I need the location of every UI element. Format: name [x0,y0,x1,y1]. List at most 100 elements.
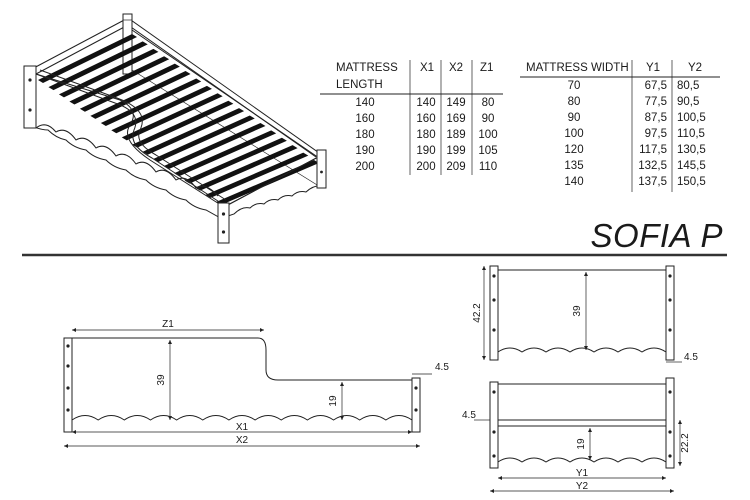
length-table-cell: 140 [416,97,435,109]
end-top-post-right [665,265,675,361]
bed-post-back-right [316,149,327,189]
length-table-cell: 160 [355,113,374,125]
dim-label-y2: Y2 [576,481,589,492]
width-table-cell: 137,5 [638,176,667,188]
end-view-top-drawing: 39 42.2 4.5 [472,265,698,363]
bed-front-side-panel [29,69,225,221]
width-table-cell: 90 [568,112,581,124]
bed-slat [58,48,159,98]
bed-slat [205,152,309,198]
mattress-width-table: MATTRESS WIDTH Y1 Y2 70 67,5 80,5 80 77,… [520,60,720,192]
dim-label-end-total-height: 42.2 [472,303,483,323]
width-table-cell: 145,5 [677,160,706,172]
dim-label-end-bottom-post: 4.5 [462,410,476,421]
dim-label-end-top-post: 4.5 [684,352,698,363]
dim-label-x2: X2 [236,435,249,446]
width-table-cell: 87,5 [645,112,667,124]
width-table-cell: 80,5 [677,80,699,92]
width-table-header-y1: Y1 [646,62,660,74]
length-table-cell: 149 [446,97,465,109]
length-table-cell: 90 [482,113,495,125]
bed-slat [216,160,319,205]
bed-slat [132,100,234,148]
bed-slat [69,56,170,105]
end-top-scallop-edge [497,347,667,353]
length-table-cell: 180 [416,129,435,141]
dim-label-z1: Z1 [162,319,174,330]
length-table-cell: 200 [355,161,374,173]
bed-slats [38,34,319,205]
side-panel-scallop-edge [71,415,413,421]
length-table-cell: 160 [416,113,435,125]
length-table-header-x2: X2 [449,62,463,74]
width-table-cell: 67,5 [645,80,667,92]
bed-slat [163,122,266,170]
bed-isometric-illustration [23,13,327,244]
width-table-cell: 117,5 [639,144,667,156]
length-table-header-mattress: MATTRESS [336,62,398,74]
bed-slat [174,130,277,177]
bed-slat [90,71,191,119]
length-table-cell: 180 [355,129,374,141]
width-table-cell: 80 [568,96,581,108]
bed-slat [121,93,223,141]
bed-slat [184,137,287,184]
end-bottom-scallop-edge [497,457,667,463]
bed-slat [100,78,202,127]
bed-post-front-left [23,65,37,129]
length-table-cell: 199 [446,145,465,157]
dim-label-end-rail-height: 19 [576,438,587,450]
width-table-cell: 132,5 [638,160,667,172]
length-table-cell: 100 [478,129,497,141]
length-table-cell: 190 [355,145,374,157]
width-table-cell: 97,5 [645,128,667,140]
end-bottom-post-right [665,377,675,469]
length-table-cell: 200 [416,161,435,173]
length-table-cell: 110 [479,161,497,173]
product-title: SOFIA P [591,217,723,254]
side-post-left [63,337,73,433]
dim-label-end-panel-height: 39 [572,305,583,317]
dim-label-low-height: 19 [328,395,339,407]
dim-label-post-width: 4.5 [435,362,449,373]
width-table-cell: 135 [564,160,583,172]
dim-label-end-bottom-total: 22.2 [680,433,691,453]
side-panel-outline [72,337,412,381]
end-bottom-post-left [489,381,499,469]
width-table-cell: 150,5 [677,176,706,188]
width-table-cell: 70 [568,80,581,92]
length-table-cell: 80 [482,97,495,109]
length-table-header-z1: Z1 [480,62,493,74]
bed-slat [38,34,137,83]
length-table-header-length: LENGTH [336,79,383,91]
width-table-cell: 100,5 [677,112,706,124]
length-table-cell: 140 [355,97,374,109]
width-table-cell: 140 [564,176,583,188]
dim-label-x1: X1 [236,422,249,433]
length-table-header-x1: X1 [420,62,434,74]
width-table-cell: 130,5 [677,144,706,156]
mattress-length-table: MATTRESS LENGTH X1 X2 Z1 140 140 149 80 … [320,60,503,175]
width-table-cell: 100 [564,128,583,140]
dim-label-side-height: 39 [156,374,167,386]
bed-slat [153,115,255,162]
length-table-cell: 105 [478,145,497,157]
dim-label-y1: Y1 [576,468,589,479]
width-table-cell: 77,5 [645,96,667,108]
bed-slat [195,145,298,191]
end-top-post-left [489,265,499,361]
width-table-cell: 110,5 [677,128,705,140]
side-post-right [411,377,421,433]
length-table-cell: 190 [416,145,435,157]
length-table-cell: 209 [446,161,465,173]
length-table-cell: 189 [446,129,465,141]
width-table-header-mattress-width: MATTRESS WIDTH [526,62,629,74]
bed-slat [48,41,148,91]
bed-post-front-right [217,202,230,244]
width-table-cell: 120 [564,144,583,156]
side-view-drawing: Z1 39 19 4.5 X1 X2 [63,319,449,449]
end-view-bottom-drawing: 4.5 19 22.2 Y1 Y2 [462,377,691,494]
bed-slat [142,108,245,155]
bed-slat [111,85,212,134]
